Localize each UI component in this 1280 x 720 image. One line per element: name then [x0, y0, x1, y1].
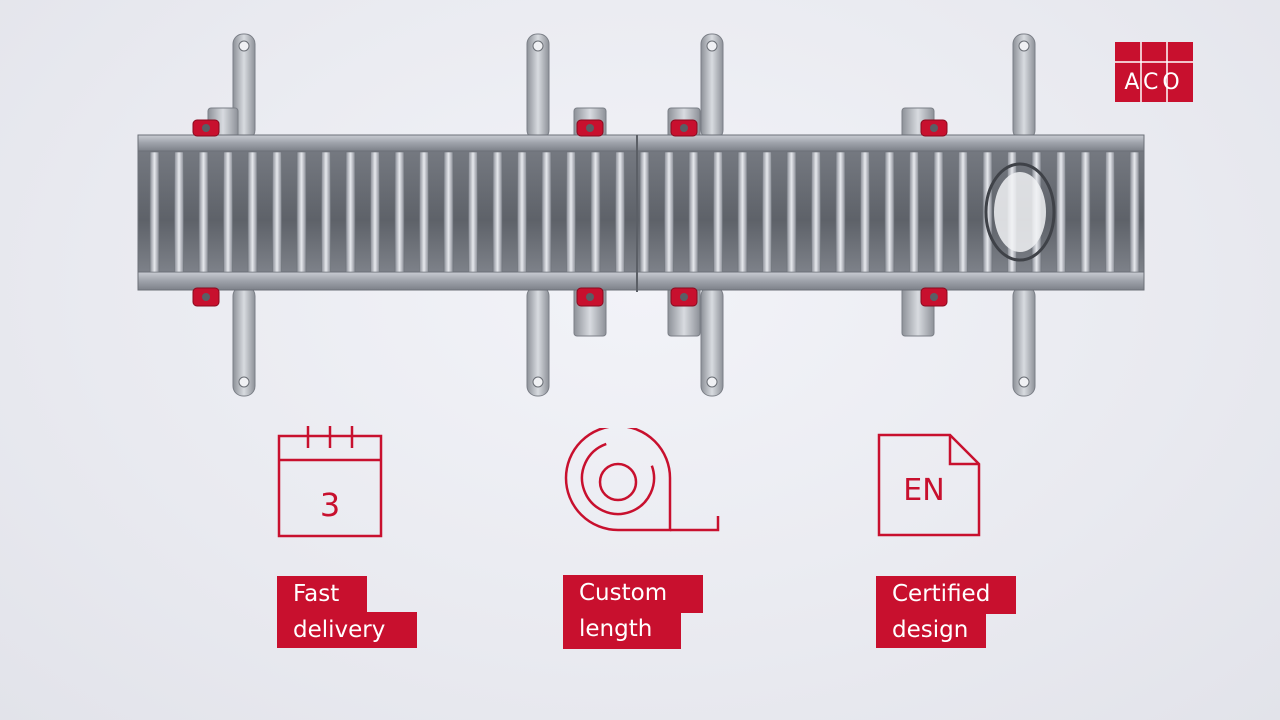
grating-bar	[443, 151, 454, 273]
grating-bar	[468, 151, 478, 273]
clip-bolt	[202, 293, 210, 301]
anchor-hole	[706, 376, 718, 388]
calendar-icon: 3	[276, 424, 384, 540]
grating-bar	[688, 151, 699, 273]
grating-bar	[664, 151, 674, 273]
grating-bar	[933, 151, 944, 273]
grating-bar	[590, 151, 601, 273]
document-icon: EN	[876, 432, 982, 538]
grating-bar	[296, 151, 307, 273]
anchor-hole	[706, 40, 718, 52]
clip-bolt	[930, 293, 938, 301]
grating-bar	[541, 151, 552, 273]
grating-bar	[1129, 151, 1140, 273]
anchor-hole	[1018, 40, 1030, 52]
feature-label-line1: Certified	[876, 576, 1016, 614]
clip-bolt	[930, 124, 938, 132]
grating-bar	[566, 151, 576, 273]
anchor-hole	[1018, 376, 1030, 388]
anchor-hole	[532, 376, 544, 388]
grating-bar	[517, 151, 527, 273]
feature-label-line2: delivery	[277, 612, 417, 648]
feature-label-line1: Custom	[563, 575, 703, 613]
feature-fast-delivery: Fast delivery	[277, 576, 417, 648]
grating-bar	[419, 151, 429, 273]
grating-bar	[713, 151, 723, 273]
anchor-hole	[238, 40, 250, 52]
feature-custom-length: Custom length	[563, 575, 703, 649]
grating-bar	[615, 151, 625, 273]
grating-bar	[835, 151, 846, 273]
grating-bar	[1080, 151, 1091, 273]
grating-bar	[909, 151, 919, 273]
feature-label-line2: design	[876, 612, 986, 648]
grating-bar	[149, 151, 160, 273]
grating-bar	[321, 151, 331, 273]
grating-bar	[958, 151, 968, 273]
clip-bolt	[202, 124, 210, 132]
calendar-day-number: 3	[320, 486, 340, 524]
grating-bar	[247, 151, 258, 273]
document-standard-code: EN	[903, 473, 944, 508]
clip-bolt	[680, 124, 688, 132]
grating-bar	[394, 151, 405, 273]
clip-bolt	[586, 293, 594, 301]
grating-bar	[272, 151, 282, 273]
grating-bar	[762, 151, 772, 273]
grating-bar	[223, 151, 233, 273]
grating-bar	[1105, 151, 1115, 273]
logo-text: ACO	[1124, 70, 1184, 95]
clip-bolt	[586, 124, 594, 132]
grating-bar	[198, 151, 209, 273]
grating-bar	[884, 151, 895, 273]
drainage-channel-illustration	[137, 33, 1145, 397]
grating-bar	[737, 151, 748, 273]
clip-bolt	[680, 293, 688, 301]
tape-measure-icon	[560, 424, 724, 540]
grating-bar	[811, 151, 821, 273]
grating-bar	[174, 151, 184, 273]
grating-bar	[370, 151, 380, 273]
feature-certified-design: Certified design	[876, 576, 1016, 648]
grating-bar	[639, 151, 650, 273]
feature-label-line2: length	[563, 611, 681, 649]
anchor-hole	[238, 376, 250, 388]
grating-bar	[786, 151, 797, 273]
grating-bar	[345, 151, 356, 273]
grating-bar	[860, 151, 870, 273]
grating-bar	[492, 151, 503, 273]
aco-logo: ACO	[1115, 42, 1193, 102]
feature-label-line1: Fast	[277, 576, 367, 614]
anchor-hole	[532, 40, 544, 52]
grating-bar	[1056, 151, 1066, 273]
